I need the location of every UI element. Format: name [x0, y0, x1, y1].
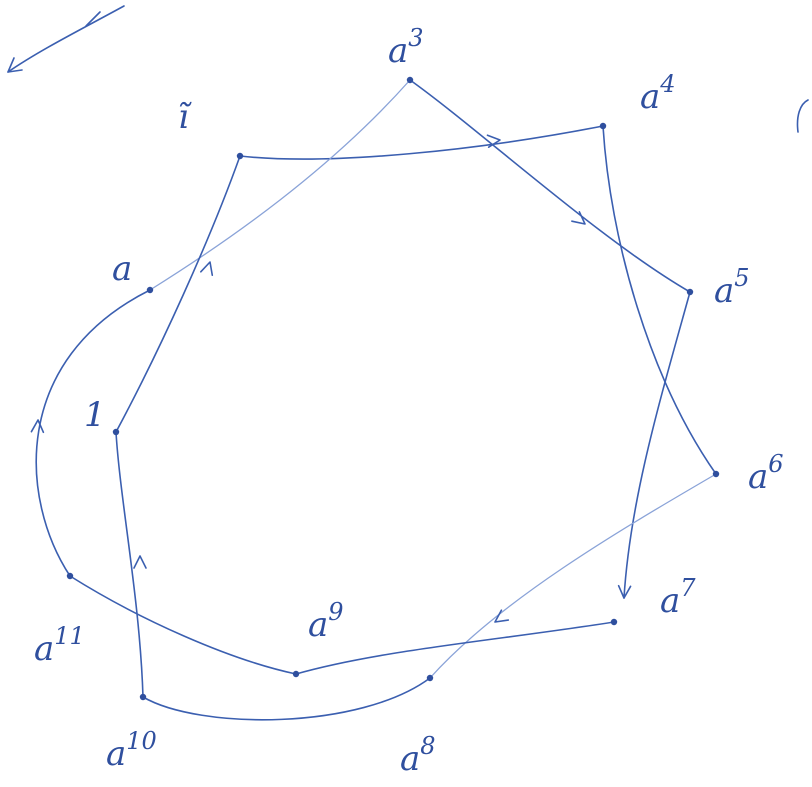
- label-superscript: 6: [768, 450, 783, 478]
- edge-a11-a9: [69, 575, 297, 675]
- label-a5: a5: [714, 264, 750, 311]
- label-a11: a11: [34, 622, 85, 669]
- node-itilde: [236, 152, 244, 160]
- label-base: 1: [84, 395, 106, 435]
- label-superscript: 9: [328, 598, 343, 626]
- node-a: [146, 286, 154, 294]
- label-base: a: [748, 457, 768, 497]
- label-superscript: 8: [420, 732, 435, 760]
- label-base: a: [640, 77, 660, 117]
- node-a9: [292, 670, 300, 678]
- label-base: a: [400, 739, 420, 779]
- label-a6: a6: [748, 450, 784, 497]
- label-itilde: ĩ: [178, 97, 192, 137]
- arrowhead-a5-a7: [617, 584, 632, 599]
- edge-a10-a8: [142, 677, 431, 721]
- node-a7: [610, 618, 618, 626]
- edge-a4-a6: [602, 125, 717, 475]
- label-a8: a8: [400, 732, 436, 779]
- edge-a10-one: [115, 431, 144, 698]
- edge-a7-a9: [295, 621, 615, 675]
- edge-a3-a5: [409, 79, 691, 293]
- node-a11: [66, 572, 74, 580]
- label-base: a: [388, 31, 408, 71]
- node-a6: [712, 470, 720, 478]
- node-a4: [599, 122, 607, 130]
- node-a10: [139, 693, 147, 701]
- label-superscript: 5: [734, 264, 749, 292]
- label-a: a: [112, 249, 132, 289]
- edge-a5-a7: [623, 291, 691, 599]
- edge-fragment-right: [796, 99, 809, 133]
- label-a7: a7: [660, 574, 696, 621]
- label-a9: a9: [308, 598, 344, 645]
- label-base: a: [660, 581, 680, 621]
- label-superscript: 3: [408, 24, 423, 52]
- label-base: a: [106, 734, 126, 774]
- edge-a11-a: [35, 289, 151, 577]
- label-superscript: 7: [680, 574, 696, 602]
- label-base: a: [34, 629, 54, 669]
- label-base: a: [714, 271, 734, 311]
- label-base: a: [308, 605, 328, 645]
- label-base: a: [112, 249, 132, 289]
- label-a4: a4: [640, 70, 676, 117]
- corner-scribble-arrow: [7, 5, 125, 73]
- label-a3: a3: [388, 24, 424, 71]
- edges: [30, 79, 717, 721]
- arrowhead-a6-a8: [494, 609, 510, 623]
- label-a10: a10: [106, 727, 157, 774]
- edge-itilde-a4: [239, 125, 604, 160]
- nodes: [66, 76, 720, 701]
- edge-a3-a: [149, 79, 411, 291]
- label-superscript: 11: [54, 622, 85, 650]
- node-a3: [406, 76, 414, 84]
- arrowhead-a3-a5: [571, 211, 586, 225]
- arrowhead-one-itilde: [200, 261, 214, 277]
- label-base: ĩ: [178, 97, 192, 137]
- arrowhead-a10-one: [133, 555, 147, 569]
- node-a5: [686, 288, 694, 296]
- edge-one-itilde: [115, 155, 241, 433]
- label-one: 1: [84, 395, 106, 435]
- arrowhead-a11-a: [30, 419, 45, 434]
- label-superscript: 4: [659, 70, 675, 98]
- node-a8: [426, 674, 434, 682]
- edge-a6-a8: [429, 473, 717, 679]
- label-superscript: 10: [126, 727, 157, 755]
- node-one: [112, 428, 120, 436]
